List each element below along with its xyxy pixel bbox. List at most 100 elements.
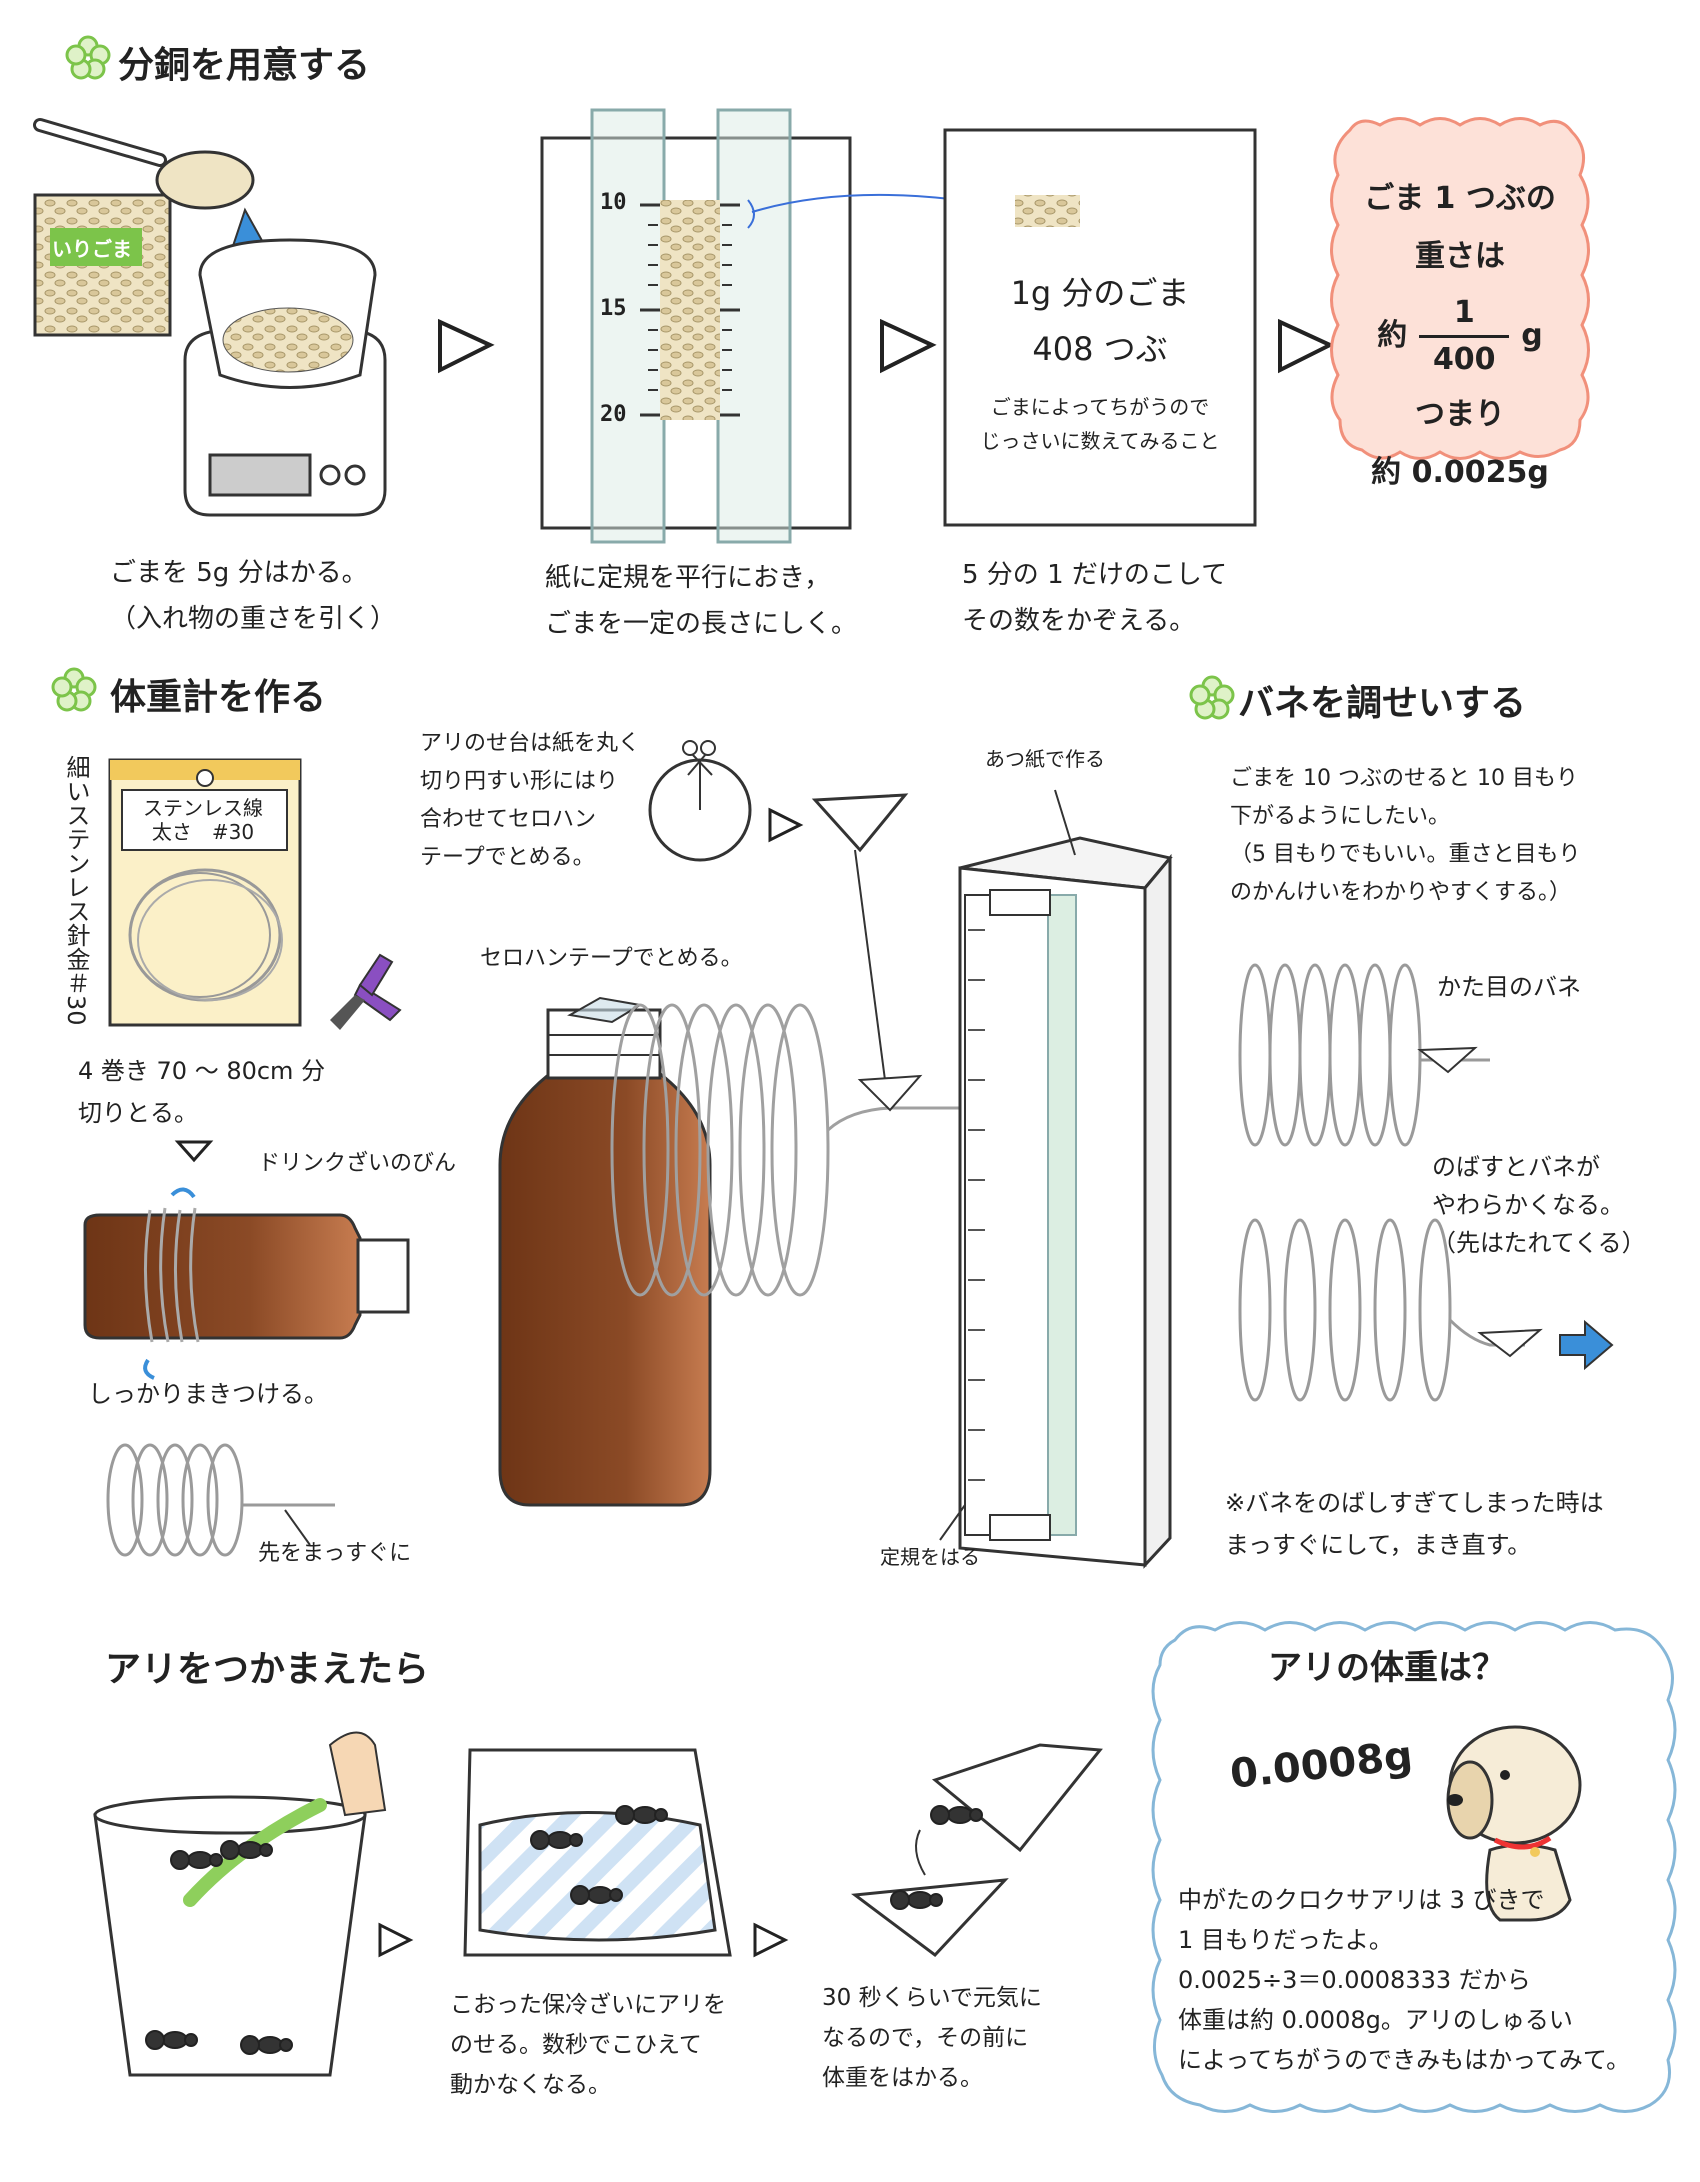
- bottle-standing: [498, 996, 960, 1507]
- arrow-right-icon: [753, 1922, 789, 1958]
- wire-package: [108, 758, 302, 1027]
- dog-icon: [1446, 1725, 1582, 1922]
- wire-vertical-label: 細いステンレス針金＃30: [62, 755, 90, 1026]
- answer-line: 1 目もりだったよ。: [1178, 1926, 1393, 1954]
- note-line: 合わせてセロハン: [420, 807, 597, 832]
- caption-line: 体重をはかる。: [822, 2065, 983, 2091]
- package-label-line: 太さ #30: [151, 820, 255, 844]
- cooler-caption: こおった保冷ざいにアリを のせる。数秒でこひえて 動かなくなる。: [450, 1985, 726, 2105]
- intro-line: ごまを 10 つぶのせると 10 目もり: [1230, 766, 1578, 791]
- paper-cone-steps: [648, 740, 909, 1081]
- caption-line: ごまを一定の長さにしく。: [545, 609, 858, 639]
- result-text: ごま 1 つぶの 重さは 約 1 400 g つまり 約 0.0025g: [1340, 170, 1580, 502]
- bottle-lying: [83, 1187, 410, 1380]
- caption-line: 紙に定規を平行におき，: [545, 563, 831, 593]
- cardboard-stand: [939, 789, 1173, 1569]
- wrap-caption: しっかりまきつける。: [88, 1380, 328, 1408]
- result-prefix: 約: [1377, 318, 1408, 353]
- adjust-note: ※バネをのばしすぎてしまった時は まっすぐにして，まき直す。: [1225, 1482, 1604, 1566]
- answer-line: 0.0025÷3＝0.0008333 だから: [1178, 1966, 1531, 1994]
- card-note: ごまによってちがうので じっさいに数えてみること: [945, 390, 1255, 458]
- package-label-line: ステンレス線: [143, 796, 263, 820]
- sesame-bag: [33, 193, 172, 337]
- section-title-catch: アリをつかまえたら: [105, 1640, 429, 1692]
- caption-line: 切りとる。: [78, 1099, 198, 1127]
- section-title-weights: 分銅を用意する: [118, 36, 370, 88]
- note-line: まっすぐにして，まき直す。: [1225, 1531, 1532, 1559]
- answer-line: 体重は約 0.0008g。アリのしゅるい: [1178, 2006, 1573, 2034]
- section-title-catch-text: アリをつかまえたら: [105, 1649, 430, 1690]
- answer-text: 中がたのクロクサアリは 3 びきで 1 目もりだったよ。 0.0025÷3＝0.…: [1178, 1880, 1630, 2080]
- answer-line: 中がたのクロクサアリは 3 びきで: [1178, 1886, 1545, 1914]
- arrow-right-icon: [1278, 318, 1335, 374]
- adjust-intro: ごまを 10 つぶのせると 10 目もり 下がるようにしたい。 （5 目もりでも…: [1230, 760, 1581, 912]
- fraction-bar: [1419, 334, 1510, 338]
- flower-icon: [51, 667, 97, 712]
- cone-platform: [1417, 1046, 1478, 1074]
- weigh-caption: 30 秒くらいで元気に なるので，その前に 体重をはかる。: [822, 1978, 1042, 2098]
- card-line: 1g 分のごま: [1010, 274, 1190, 312]
- step1-caption: ごまを 5g 分はかる。 （入れ物の重さを引く）: [110, 550, 396, 642]
- kitchen-scale: [183, 238, 387, 517]
- note-line: テープでとめる。: [420, 845, 595, 870]
- spring-stiff: [1238, 963, 1490, 1147]
- ruler-label: 定規をはる: [880, 1545, 980, 1569]
- bag-label: いりごま: [52, 237, 132, 261]
- result-fraction-row: 約 1 400 g: [1340, 286, 1580, 386]
- caption-line: こおった保冷ざいにアリを: [450, 1992, 726, 2018]
- package-label: ステンレス線 太さ #30: [128, 796, 278, 844]
- scissors-icon: [682, 740, 716, 776]
- card-line: 408 つぶ: [1032, 330, 1168, 368]
- arrow-right-icon: [880, 318, 937, 374]
- card-note-line: じっさいに数えてみること: [980, 429, 1220, 453]
- caption-line: ごまを 5g 分はかる。: [110, 558, 368, 588]
- ruler-mark-10: 10: [600, 190, 627, 215]
- section-title-weights-text: 分銅を用意する: [118, 45, 371, 86]
- spoon: [33, 118, 255, 210]
- cooler-tray: [463, 1748, 732, 1957]
- caption-line: 5 分の 1 だけのこして: [962, 560, 1228, 590]
- result-line2: 重さは: [1415, 239, 1505, 274]
- note-line: アリのせ台は紙を丸く: [420, 731, 641, 756]
- sesame-card: [943, 128, 1257, 527]
- tape-label: セロハンテープでとめる。: [480, 946, 743, 971]
- caption-line: 30 秒くらいで元気に: [822, 1985, 1042, 2011]
- caption-line: 動かなくなる。: [450, 2072, 611, 2098]
- result-line5: 約 0.0025g: [1371, 455, 1549, 490]
- caption-line: なるので，その前に: [822, 2025, 1029, 2051]
- stretch-line: のばすとバネが: [1432, 1153, 1600, 1181]
- note-line: 切り円すい形にはり: [420, 769, 619, 794]
- flower-icon: [1189, 675, 1235, 720]
- straight-caption: 先をまっすぐに: [258, 1541, 412, 1566]
- section-title-scale: 体重計を作る: [110, 668, 326, 720]
- cardboard-label: あつ紙で作る: [985, 747, 1105, 771]
- intro-line: （5 目もりでもいい。重さと目もり: [1230, 842, 1581, 867]
- cup-with-ants: [93, 1731, 387, 2077]
- wire-caption: 4 巻き 70 ～ 80cm 分 切りとる。: [78, 1050, 325, 1134]
- caption-line: その数をかぞえる。: [962, 606, 1196, 636]
- result-fraction: 1 400: [1419, 291, 1510, 382]
- section-title-adjust-text: バネを調せいする: [1238, 683, 1527, 724]
- result-line4: つまり: [1415, 397, 1505, 432]
- pointer-line: [284, 1509, 311, 1546]
- result-line1: ごま 1 つぶの: [1364, 181, 1556, 216]
- ruler-mark-20: 20: [600, 402, 627, 427]
- answer-title-text: アリの体重は？: [1268, 1648, 1506, 1688]
- arrow-down-icon: [174, 1140, 214, 1163]
- paper-with-rulers: [540, 108, 1014, 544]
- caption-line: 4 巻き 70 ～ 80cm 分: [78, 1057, 326, 1085]
- answer-title: アリの体重は？: [1268, 1640, 1506, 1689]
- step3-caption: 5 分の 1 だけのこして その数をかぞえる。: [962, 552, 1227, 644]
- intro-line: 下がるようにしたい。: [1230, 804, 1451, 829]
- cone-platform: [1477, 1328, 1543, 1358]
- fraction-denominator: 400: [1432, 341, 1496, 377]
- section-title-adjust: バネを調せいする: [1238, 674, 1526, 726]
- intro-line: のかんけいをわかりやすくする。）: [1230, 880, 1572, 905]
- step2-caption: 紙に定規を平行におき， ごまを一定の長さにしく。: [545, 555, 857, 647]
- stretch-label: のばすとバネが やわらかくなる。 （先はたれてくる）: [1432, 1148, 1646, 1262]
- stretch-line: やわらかくなる。: [1432, 1191, 1624, 1219]
- result-cloud: [1330, 117, 1590, 460]
- caption-line: （入れ物の重さを引く）: [110, 604, 397, 634]
- card-note-line: ごまによってちがうので: [990, 395, 1210, 419]
